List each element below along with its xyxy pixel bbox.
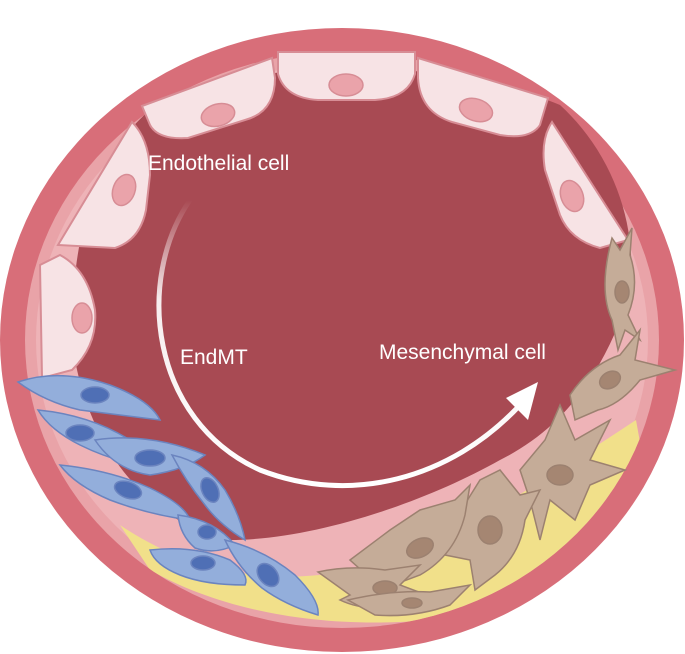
mesenchymal-nucleus [614, 280, 630, 304]
endmt-arrow-path [156, 197, 523, 488]
transition-nucleus [256, 562, 280, 588]
endothelial-cell [542, 120, 630, 250]
endothelial-cell [140, 56, 277, 140]
endothelial-nucleus [200, 102, 236, 128]
endothelial-nucleus [458, 97, 494, 123]
mesenchymal-nucleus [406, 537, 434, 559]
mesenchymal-cell-cluster [316, 227, 678, 617]
endothelial-cell [417, 56, 550, 138]
endothelial-nucleus [71, 302, 93, 334]
endothelial-cell [38, 253, 97, 380]
mesenchymal-nucleus [546, 464, 574, 486]
endothelial-cell [56, 120, 152, 250]
curved-arrow-icon [506, 382, 538, 420]
endothelial-nucleus [328, 73, 364, 97]
mesenchymal-cell [569, 327, 678, 422]
transition-nucleus [80, 386, 110, 404]
transition-nucleus [113, 480, 143, 500]
endothelial-cell-layer [38, 51, 630, 380]
transition-nucleus [65, 424, 95, 442]
transition-nucleus [200, 476, 220, 504]
endothelial-nucleus [111, 173, 137, 207]
transition-cell-cluster [16, 375, 319, 616]
mesenchymal-nucleus [401, 597, 423, 609]
mesenchymal-nucleus [598, 370, 622, 390]
mesenchymal-nucleus [477, 515, 503, 545]
endothelial-nucleus [559, 179, 585, 213]
plaque-region [120, 420, 645, 623]
lumen [72, 68, 632, 541]
transition-nucleus [190, 555, 216, 571]
transition-nucleus [197, 524, 217, 540]
transition-nucleus [134, 449, 166, 467]
